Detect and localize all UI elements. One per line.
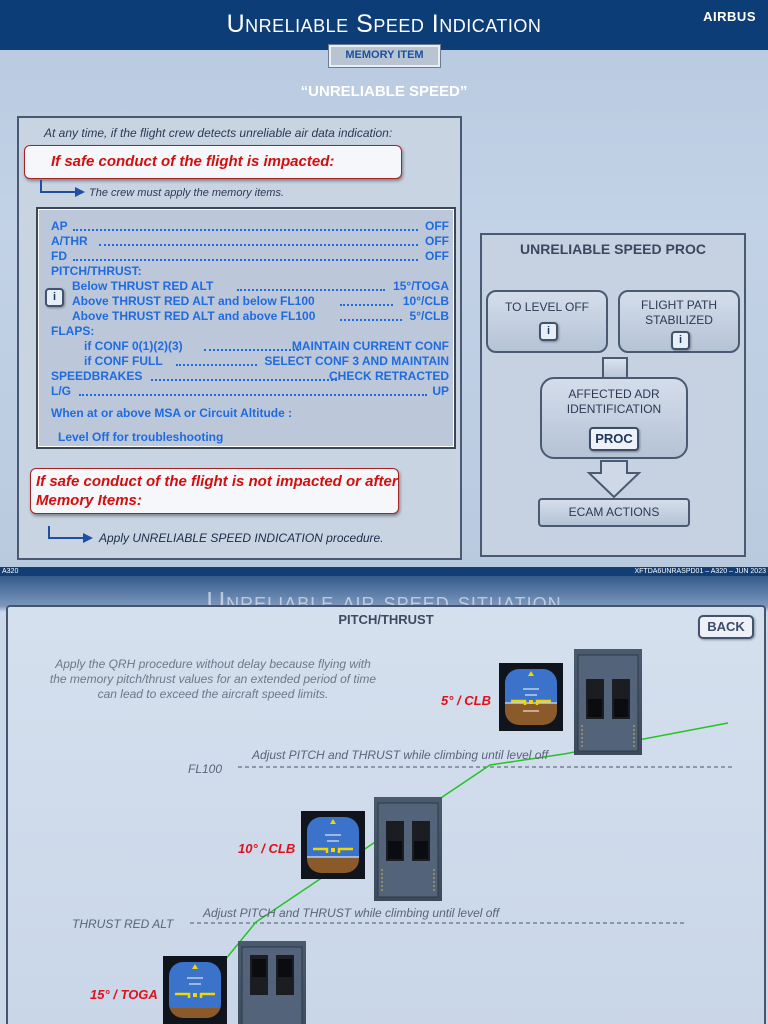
panel-title: PITCH/THRUST <box>338 612 434 627</box>
thrust-levers-image <box>238 941 306 1024</box>
info-icon[interactable]: i <box>539 322 558 341</box>
pitch-thrust-slide: Unreliable air speed situation PITCH/THR… <box>0 576 768 1024</box>
apply-procedure-text: Apply UNRELIABLE SPEED INDICATION proced… <box>99 531 384 545</box>
pitch-10-clb-label: 10° / CLB <box>238 841 296 856</box>
memory-items-panel: At any time, if the flight crew detects … <box>17 116 462 560</box>
slide-footer: A320 XFTDA6UNRASPD01 – A320 – JUN 2023 <box>0 567 768 576</box>
pitch-thrust-panel: PITCH/THRUST BACK Apply the QRH procedur… <box>6 605 766 1024</box>
back-button[interactable]: BACK <box>698 615 754 639</box>
crew-memory-text: The crew must apply the memory items. <box>89 187 285 199</box>
to-level-off-box: TO LEVEL OFF i <box>486 290 608 353</box>
flow-connector <box>602 357 628 379</box>
list-item: PITCH/THRUST: <box>51 264 142 278</box>
list-item: SPEEDBRAKES CHECK RETRACTED <box>51 369 449 383</box>
list-item: A/THR OFF <box>51 234 449 248</box>
arrow-right-icon <box>48 526 93 543</box>
airbus-logo: AIRBUS <box>703 9 756 24</box>
list-item: Above THRUST RED ALT and below FL100 10°… <box>72 294 449 308</box>
qrh-note: Apply the QRH procedure without delay be… <box>49 657 377 701</box>
not-impacted-banner: If safe conduct of the flight is not imp… <box>30 468 399 514</box>
unreliable-speed-proc-panel: UNRELIABLE SPEED PROC TO LEVEL OFF i FLI… <box>480 233 746 557</box>
list-item: if CONF FULL SELECT CONF 3 AND MAINTAIN <box>84 354 449 368</box>
proc-panel-title: UNRELIABLE SPEED PROC <box>520 241 706 257</box>
proc-button[interactable]: PROC <box>589 427 639 451</box>
fl100-label: FL100 <box>188 762 223 776</box>
list-item: Level Off for troubleshooting <box>58 430 224 444</box>
list-item: if CONF 0(1)(2)(3) MAINTAIN CURRENT CONF <box>84 339 449 353</box>
slide-title: Unreliable Speed Indication <box>226 10 542 38</box>
impacted-banner: If safe conduct of the flight is impacte… <box>24 145 402 179</box>
memory-items-list: AP OFF A/THR OFF FD OFF PITCH/THRUST: Be… <box>36 207 456 449</box>
pitch-15-toga-label: 15° / TOGA <box>90 987 158 1002</box>
slide-subtitle: “UNRELIABLE SPEED” <box>300 83 468 100</box>
thrust-red-alt-label: THRUST RED ALT <box>72 917 174 931</box>
list-item: FLAPS: <box>51 324 95 338</box>
slide-header: Unreliable Speed Indication AIRBUS <box>0 0 768 50</box>
list-item: L/G UP <box>51 384 449 398</box>
ecam-actions-box: ECAM ACTIONS <box>538 498 690 527</box>
list-item: AP OFF <box>51 219 449 233</box>
list-item: Above THRUST RED ALT and above FL100 5°/… <box>72 309 449 323</box>
intro-text: At any time, if the flight crew detects … <box>44 126 393 140</box>
adjust-upper-text: Adjust PITCH and THRUST while climbing u… <box>252 748 549 762</box>
thrust-levers-image <box>574 649 642 755</box>
list-item: When at or above MSA or Circuit Altitude… <box>51 406 293 420</box>
pfd-attitude-icon <box>301 811 365 879</box>
list-item: FD OFF <box>51 249 449 263</box>
arrow-right-icon <box>40 180 85 197</box>
flight-path-box: FLIGHT PATH STABILIZED i <box>618 290 740 353</box>
affected-adr-box: AFFECTED ADR IDENTIFICATION PROC <box>540 377 688 459</box>
pfd-attitude-icon <box>163 956 227 1024</box>
info-icon[interactable]: i <box>45 288 64 307</box>
pitch-5-clb-label: 5° / CLB <box>441 693 491 708</box>
adjust-lower-text: Adjust PITCH and THRUST while climbing u… <box>203 906 500 920</box>
list-item: Below THRUST RED ALT 15°/TOGA <box>72 279 449 293</box>
memory-item-tag: MEMORY ITEM <box>329 45 440 67</box>
memory-item-slide: Unreliable Speed Indication AIRBUS MEMOR… <box>0 0 768 567</box>
thrust-levers-image <box>374 797 442 901</box>
info-icon[interactable]: i <box>671 331 690 350</box>
pfd-attitude-icon <box>499 663 563 731</box>
